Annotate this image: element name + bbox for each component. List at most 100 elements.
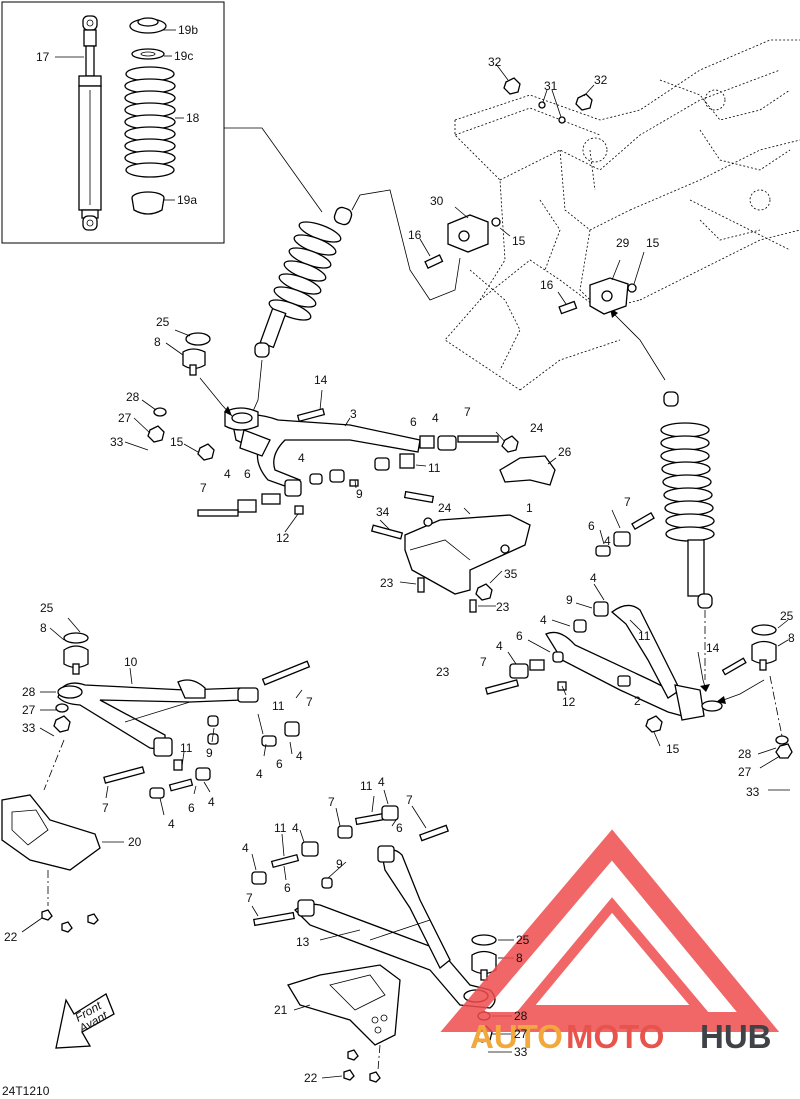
front-shock-right [604,304,715,680]
callout-4: 4 [296,749,303,763]
shock-absorber-icon [78,15,102,231]
front-shock-left [246,189,461,420]
callout-9: 9 [206,746,213,760]
watermark-word-auto: AUTO [470,1018,563,1055]
callout-17: 17 [36,50,50,64]
callout-24: 24 [438,501,452,515]
callout-23: 23 [436,665,450,679]
callout-6: 6 [284,881,291,895]
callout-13: 13 [296,935,310,949]
callout-6: 6 [244,467,251,481]
callout-6: 6 [188,801,195,815]
callout-32: 32 [488,55,502,69]
upper-arm-left-hardware [183,389,499,533]
callout-26: 26 [558,445,572,459]
callout-19c: 19c [174,49,193,63]
callout-23: 23 [380,576,394,590]
lower-arm-left-hardware [103,660,311,816]
watermark-logo [440,829,780,1032]
callout-1: 1 [526,501,533,515]
callout-16: 16 [540,278,554,292]
callout-7: 7 [328,795,335,809]
callout-25: 25 [40,601,54,615]
callout-11: 11 [272,699,285,713]
callout-15: 15 [666,742,680,756]
skid-plate-26 [499,435,557,486]
callout-27: 27 [514,1027,528,1041]
callout-9: 9 [336,857,343,871]
callout-6: 6 [276,757,283,771]
callout-7: 7 [102,801,109,815]
callout-7: 7 [200,481,207,495]
callout-4: 4 [590,571,597,585]
callout-18: 18 [186,111,200,125]
callout-6: 6 [588,519,595,533]
callout-4: 4 [540,613,547,627]
callout-4: 4 [292,821,299,835]
callout-3: 3 [350,407,357,421]
callout-27: 27 [118,411,132,425]
callout-20: 20 [128,835,142,849]
callout-4: 4 [168,817,175,831]
callout-30: 30 [430,194,444,208]
callout-27: 27 [22,703,36,717]
callout-14: 14 [706,641,720,655]
callout-27: 27 [738,765,752,779]
callout-11: 11 [360,779,373,793]
callout-6: 6 [396,821,403,835]
upper-a-arm-left [224,407,421,491]
callout-25: 25 [780,609,794,623]
callout-7: 7 [464,405,471,419]
callout-22: 22 [304,1071,318,1085]
callout-33: 33 [514,1045,528,1059]
lower-arm-bottom-hardware [251,789,450,941]
callout-4: 4 [496,639,503,653]
callout-29: 29 [616,236,630,250]
callout-11: 11 [638,629,651,643]
callout-11: 11 [180,741,193,755]
callout-labels: 32 32 31 30 16 15 29 15 16 25 8 28 27 33… [4,55,795,1085]
callout-12: 12 [276,531,290,545]
callout-4: 4 [208,795,215,809]
skid-plate-20 [1,794,124,933]
spring-retainer-icon [131,48,165,60]
callout-15: 15 [170,435,184,449]
callout-33: 33 [22,721,36,735]
callout-33: 33 [746,785,760,799]
callout-28: 28 [738,747,752,761]
callout-10: 10 [124,655,138,669]
frame-nuts [495,63,595,124]
callout-22: 22 [4,930,18,944]
diagram-code: 24T1210 [2,1084,50,1098]
callout-11: 11 [428,461,441,475]
callout-4: 4 [432,411,439,425]
watermark-word-hub: HUB [700,1018,772,1055]
callout-4: 4 [604,534,611,548]
vehicle-frame [444,39,800,391]
callout-4: 4 [224,467,231,481]
callout-14: 14 [314,373,328,387]
callout-19a: 19a [177,193,197,207]
callout-16: 16 [408,228,422,242]
callout-23: 23 [496,600,510,614]
callout-35: 35 [504,567,518,581]
callout-28: 28 [126,390,140,404]
front-bracket-1 [370,431,531,613]
callout-28: 28 [514,1009,528,1023]
callout-7: 7 [406,793,413,807]
callout-7: 7 [306,695,313,709]
callout-7: 7 [246,891,253,905]
watermark-text: AUTO MOTO HUB [470,1018,772,1055]
callout-9: 9 [566,593,573,607]
callout-6: 6 [410,415,417,429]
callout-32: 32 [594,73,608,87]
callout-24: 24 [530,421,544,435]
callout-2: 2 [634,694,641,708]
callout-11: 11 [274,821,287,835]
ball-joint-upper-right [716,619,793,791]
callout-7: 7 [480,655,487,669]
callout-25: 25 [516,933,530,947]
callout-8: 8 [788,631,795,645]
callout-28: 28 [22,685,36,699]
